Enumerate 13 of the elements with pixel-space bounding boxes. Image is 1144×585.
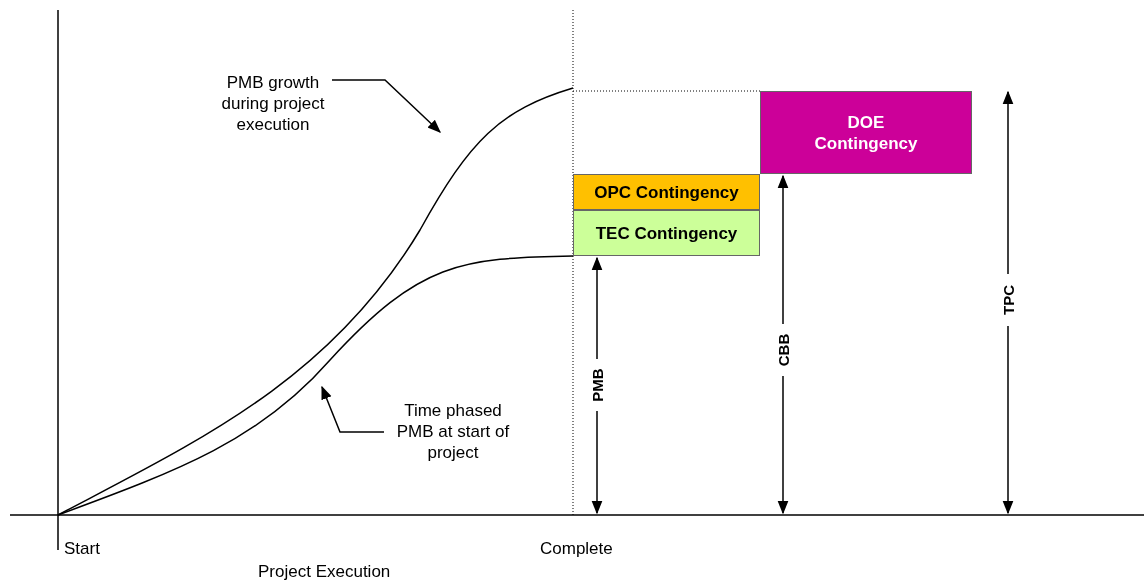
contingency-bar: TEC Contingency: [573, 210, 760, 256]
dimension-label: CBB: [774, 333, 792, 367]
callout-text: PMB growth during project execution: [218, 72, 328, 135]
callout-text: Time phased PMB at start of project: [388, 400, 518, 463]
leader-line: [321, 385, 385, 433]
dimension-label: PMB: [588, 368, 606, 402]
leader-line: [331, 79, 441, 133]
contingency-bar: DOE Contingency: [760, 91, 972, 174]
axis-label: Complete: [540, 538, 613, 559]
axis-title: Project Execution: [258, 561, 391, 582]
axis-label: Start: [64, 538, 100, 559]
contingency-bar: OPC Contingency: [573, 174, 760, 210]
dimension-label: TPC: [999, 285, 1017, 315]
